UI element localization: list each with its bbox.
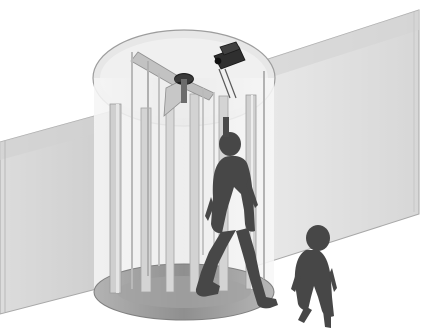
right-wall [256,10,419,266]
